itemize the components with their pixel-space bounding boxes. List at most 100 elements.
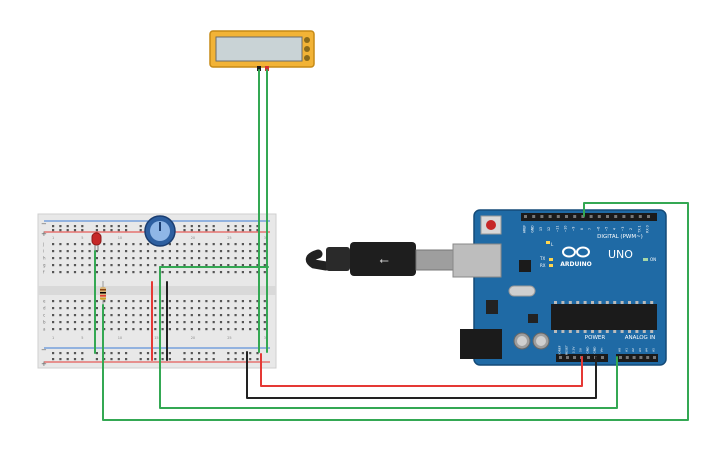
breadboard-hole[interactable]: [227, 257, 230, 260]
breadboard-hole[interactable]: [183, 352, 186, 355]
breadboard-hole[interactable]: [190, 225, 193, 228]
multimeter[interactable]: [209, 30, 315, 71]
breadboard-hole[interactable]: [66, 321, 69, 324]
breadboard-hole[interactable]: [234, 257, 237, 260]
breadboard-hole[interactable]: [66, 264, 69, 267]
breadboard-hole[interactable]: [256, 300, 259, 303]
breadboard-hole[interactable]: [139, 257, 142, 260]
breadboard-hole[interactable]: [81, 321, 84, 324]
breadboard-hole[interactable]: [205, 358, 208, 361]
breadboard-hole[interactable]: [139, 300, 142, 303]
breadboard-hole[interactable]: [110, 307, 113, 310]
digital-pin[interactable]: [622, 215, 626, 218]
breadboard-hole[interactable]: [256, 307, 259, 310]
breadboard-hole[interactable]: [183, 257, 186, 260]
breadboard-hole[interactable]: [205, 352, 208, 355]
power-pin[interactable]: [566, 356, 569, 359]
breadboard-hole[interactable]: [256, 229, 259, 232]
breadboard-hole[interactable]: [263, 314, 266, 317]
breadboard-hole[interactable]: [103, 300, 106, 303]
breadboard-hole[interactable]: [205, 250, 208, 253]
breadboard-hole[interactable]: [88, 300, 91, 303]
breadboard-hole[interactable]: [227, 314, 230, 317]
digital-pin[interactable]: [540, 215, 544, 218]
breadboard-hole[interactable]: [176, 264, 179, 267]
breadboard-hole[interactable]: [263, 264, 266, 267]
breadboard-hole[interactable]: [95, 225, 98, 228]
breadboard-hole[interactable]: [95, 307, 98, 310]
breadboard-hole[interactable]: [263, 328, 266, 331]
breadboard-hole[interactable]: [212, 250, 215, 253]
breadboard-hole[interactable]: [73, 271, 77, 274]
digital-pin[interactable]: [589, 215, 593, 218]
breadboard-hole[interactable]: [132, 271, 135, 274]
breadboard-hole[interactable]: [95, 358, 98, 361]
digital-pin[interactable]: [614, 215, 618, 218]
breadboard-hole[interactable]: [219, 271, 223, 274]
breadboard-hole[interactable]: [52, 271, 55, 274]
breadboard-hole[interactable]: [198, 243, 201, 246]
breadboard-hole[interactable]: [219, 300, 223, 303]
breadboard-hole[interactable]: [139, 264, 142, 267]
breadboard-hole[interactable]: [168, 328, 171, 331]
breadboard-hole[interactable]: [81, 300, 84, 303]
breadboard-hole[interactable]: [117, 257, 120, 260]
breadboard-hole[interactable]: [154, 328, 157, 331]
breadboard-hole[interactable]: [263, 271, 266, 274]
breadboard-hole[interactable]: [249, 264, 252, 267]
breadboard-hole[interactable]: [205, 271, 208, 274]
breadboard-hole[interactable]: [190, 328, 193, 331]
breadboard-hole[interactable]: [132, 243, 135, 246]
breadboard-hole[interactable]: [241, 352, 244, 355]
breadboard-hole[interactable]: [59, 250, 62, 253]
breadboard-hole[interactable]: [73, 321, 77, 324]
breadboard-hole[interactable]: [241, 243, 244, 246]
breadboard-hole[interactable]: [190, 229, 193, 232]
breadboard-hole[interactable]: [52, 264, 55, 267]
breadboard-hole[interactable]: [241, 328, 244, 331]
breadboard-hole[interactable]: [205, 300, 208, 303]
breadboard-hole[interactable]: [249, 358, 252, 361]
breadboard-hole[interactable]: [66, 352, 69, 355]
breadboard-hole[interactable]: [183, 300, 186, 303]
breadboard-hole[interactable]: [227, 225, 230, 228]
digital-pin[interactable]: [638, 215, 642, 218]
breadboard-hole[interactable]: [168, 358, 171, 361]
breadboard-hole[interactable]: [73, 307, 77, 310]
breadboard-hole[interactable]: [117, 314, 120, 317]
breadboard-hole[interactable]: [59, 314, 62, 317]
breadboard-hole[interactable]: [154, 264, 157, 267]
breadboard-hole[interactable]: [212, 328, 215, 331]
multimeter-knob-icon[interactable]: [304, 46, 310, 52]
breadboard-hole[interactable]: [125, 225, 128, 228]
breadboard-hole[interactable]: [132, 307, 135, 310]
breadboard-hole[interactable]: [190, 257, 193, 260]
breadboard-hole[interactable]: [110, 264, 113, 267]
breadboard-hole[interactable]: [198, 225, 201, 228]
breadboard-hole[interactable]: [263, 257, 266, 260]
breadboard-hole[interactable]: [110, 321, 113, 324]
breadboard-hole[interactable]: [154, 300, 157, 303]
breadboard-hole[interactable]: [219, 257, 223, 260]
analog-pin[interactable]: [646, 356, 650, 359]
digital-pin[interactable]: [548, 215, 552, 218]
power-pin[interactable]: [587, 356, 590, 359]
breadboard-hole[interactable]: [183, 314, 186, 317]
breadboard-hole[interactable]: [227, 321, 230, 324]
breadboard-hole[interactable]: [219, 243, 223, 246]
breadboard-hole[interactable]: [88, 328, 91, 331]
breadboard-hole[interactable]: [125, 358, 128, 361]
breadboard-hole[interactable]: [52, 314, 55, 317]
breadboard-hole[interactable]: [117, 307, 120, 310]
breadboard-hole[interactable]: [198, 300, 201, 303]
breadboard-hole[interactable]: [139, 358, 142, 361]
breadboard-hole[interactable]: [73, 300, 77, 303]
breadboard-hole[interactable]: [81, 225, 84, 228]
breadboard-hole[interactable]: [190, 321, 193, 324]
breadboard-hole[interactable]: [168, 321, 171, 324]
breadboard-hole[interactable]: [205, 264, 208, 267]
breadboard-hole[interactable]: [256, 352, 259, 355]
breadboard-hole[interactable]: [73, 358, 77, 361]
breadboard-hole[interactable]: [234, 250, 237, 253]
breadboard-hole[interactable]: [88, 243, 91, 246]
